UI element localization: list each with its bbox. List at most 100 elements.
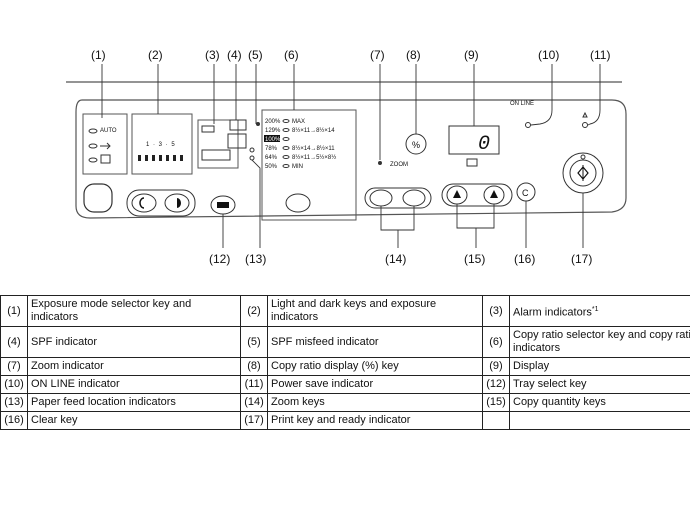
legend-description: Clear key bbox=[27, 411, 241, 430]
alarm-indicator-3 bbox=[201, 149, 231, 161]
legend-table: (1)Exposure mode selector key and indica… bbox=[0, 295, 690, 430]
callout-11: (11) bbox=[590, 48, 611, 62]
legend-number: (12) bbox=[482, 375, 510, 394]
zoom-indicator bbox=[378, 161, 382, 165]
legend-number: (17) bbox=[240, 411, 268, 430]
callout-14: (14) bbox=[385, 252, 407, 266]
legend-description: SPF indicator bbox=[27, 326, 241, 358]
legend-text: Power save indicator bbox=[271, 378, 374, 390]
callout-1: (1) bbox=[91, 48, 106, 62]
ratio-64: 64% bbox=[265, 155, 278, 161]
callout-9: (9) bbox=[464, 48, 479, 62]
callout-8: (8) bbox=[406, 48, 421, 62]
callout-12: (12) bbox=[209, 252, 231, 266]
legend-description: Display bbox=[509, 357, 690, 376]
legend-text: Copy quantity keys bbox=[513, 396, 606, 408]
panel-body bbox=[75, 99, 627, 219]
legend-description: Alarm indicators*1 bbox=[509, 295, 690, 327]
photo-icon bbox=[100, 154, 111, 164]
legend-number: (3) bbox=[482, 295, 510, 327]
print-key-inner bbox=[569, 159, 597, 187]
ratio-50: 50% bbox=[265, 164, 278, 170]
ratio-200: 200% bbox=[265, 119, 281, 125]
legend-text: Zoom keys bbox=[271, 396, 325, 408]
ratio-129: 129% bbox=[265, 128, 281, 134]
ratio-78: 78% bbox=[265, 146, 278, 152]
callout-3: (3) bbox=[205, 48, 220, 62]
legend-description: Light and dark keys and exposure indicat… bbox=[267, 295, 483, 327]
exposure-mode-indicator-auto bbox=[88, 128, 98, 134]
legend-row: (4)SPF indicator (5)SPF misfeed indicator… bbox=[0, 326, 690, 358]
light-dark-key-frame bbox=[126, 189, 196, 217]
light-key-icon bbox=[139, 197, 145, 209]
callout-16: (16) bbox=[514, 252, 536, 266]
legend-description: Copy ratio display (%) key bbox=[267, 357, 483, 376]
legend-number: (6) bbox=[482, 326, 510, 358]
tray-icon bbox=[217, 202, 229, 208]
legend-row: (13)Paper feed location indicators(14)Zo… bbox=[0, 393, 690, 412]
callout-4: (4) bbox=[227, 48, 242, 62]
zoom-label: ZOOM bbox=[390, 162, 408, 168]
online-label: ON LINE bbox=[510, 101, 534, 107]
copy-quantity-keys-frame bbox=[441, 183, 513, 207]
legend-number: (11) bbox=[240, 375, 268, 394]
legend-row: (10)ON LINE indicator (11)Power save indi… bbox=[0, 375, 690, 394]
spf-misfeed-indicator bbox=[256, 122, 260, 126]
ratio-tag-129: 8½×11→8½×14 bbox=[292, 127, 335, 134]
legend-description: Tray select key bbox=[509, 375, 690, 394]
legend-text: Tray select key bbox=[513, 378, 587, 390]
copy-ratio-box bbox=[261, 109, 357, 221]
legend-number: (15) bbox=[482, 393, 510, 412]
exposure-mode-box bbox=[82, 113, 128, 175]
legend-description: Power save indicator bbox=[267, 375, 483, 394]
clear-key-icon: C bbox=[522, 188, 529, 198]
legend-text: Print key and ready indicator bbox=[271, 414, 411, 426]
auto-label: AUTO bbox=[100, 128, 117, 134]
alarm-indicator-1 bbox=[201, 125, 215, 133]
legend-description: Paper feed location indicators bbox=[27, 393, 241, 412]
power-save-indicator bbox=[582, 122, 588, 128]
alarm-indicator-box bbox=[197, 119, 239, 169]
spf-indicator bbox=[229, 119, 247, 131]
legend-description: Copy quantity keys bbox=[509, 393, 690, 412]
zoom-down-key bbox=[369, 189, 393, 207]
legend-number: (4) bbox=[0, 326, 28, 358]
legend-text: Display bbox=[513, 360, 550, 372]
legend-number: (1) bbox=[0, 295, 28, 327]
legend-number: (16) bbox=[0, 411, 28, 430]
legend-number: (9) bbox=[482, 357, 510, 376]
legend-number: (10) bbox=[0, 375, 28, 394]
legend-description: Copy ratio selector key and copy ratio i… bbox=[509, 326, 690, 358]
legend-number: (5) bbox=[240, 326, 268, 358]
zoom-keys-frame bbox=[364, 187, 432, 209]
decrease-arrow-icon bbox=[453, 190, 461, 198]
legend-text: ON LINE indicator bbox=[31, 378, 120, 390]
legend-description: SPF misfeed indicator bbox=[267, 326, 483, 358]
callout-10: (10) bbox=[538, 48, 560, 62]
ratio-tag-78: 8½×14→8½×11 bbox=[292, 145, 335, 152]
operation-panel-diagram: 200% 129% 100% 78% 64% 50% MAX 8½×11→8½×… bbox=[66, 64, 627, 248]
exposure-scale-label: 1 · 3 · 5 bbox=[146, 142, 176, 148]
ratio-tag-min: MIN bbox=[292, 164, 303, 170]
legend-number: (7) bbox=[0, 357, 28, 376]
legend-row: (1)Exposure mode selector key and indica… bbox=[0, 295, 690, 327]
callout-17: (17) bbox=[571, 252, 593, 266]
ratio-tag-64: 8½×11→5½×8½ bbox=[292, 154, 336, 161]
callout-6: (6) bbox=[284, 48, 299, 62]
paper-icon bbox=[466, 158, 478, 167]
legend-number: (14) bbox=[240, 393, 268, 412]
online-indicator bbox=[525, 122, 531, 128]
exposure-mode-indicator-text bbox=[88, 143, 98, 149]
legend-number bbox=[482, 411, 510, 430]
legend-number: (2) bbox=[240, 295, 268, 327]
legend-text: SPF indicator bbox=[31, 335, 98, 348]
legend-text: SPF misfeed indicator bbox=[271, 335, 379, 348]
light-key bbox=[131, 193, 157, 213]
callout-5: (5) bbox=[248, 48, 263, 62]
legend-text: Light and dark keys and exposure indicat… bbox=[271, 298, 437, 323]
legend-text: Clear key bbox=[31, 414, 78, 426]
footnote-marker: *1 bbox=[591, 305, 599, 313]
legend-text: Alarm indicators bbox=[513, 306, 592, 319]
dark-key-icon bbox=[177, 198, 181, 208]
legend-description: Zoom indicator bbox=[27, 357, 241, 376]
